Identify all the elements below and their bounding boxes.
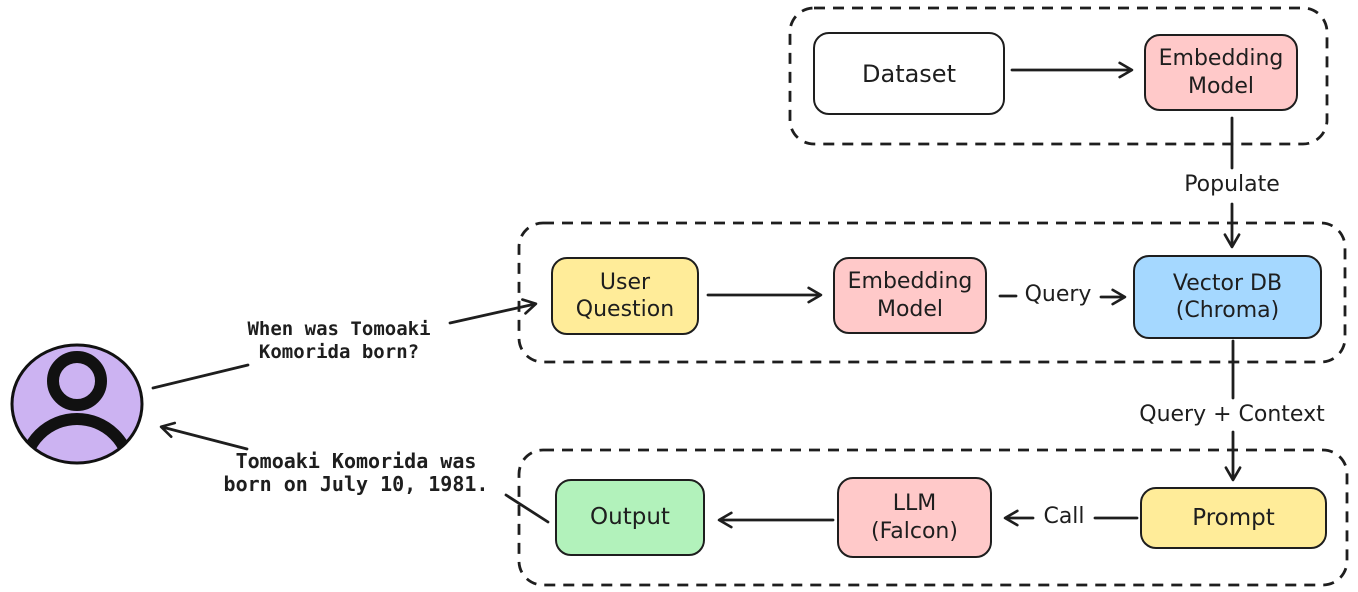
node-embedding-model-top-label: Embedding: [1158, 46, 1284, 71]
node-llm-label: LLM: [892, 491, 937, 516]
edge-label-call: Call: [1043, 504, 1085, 529]
node-output: Output: [555, 479, 705, 556]
arrow-user-question-left: [151, 363, 250, 390]
node-vector-db-label: Vector DB: [1172, 270, 1283, 296]
avatar-shoulders: [18, 413, 136, 463]
node-prompt-label: Prompt: [1192, 504, 1275, 531]
avatar-head: [47, 351, 107, 411]
edge-label-query: Query: [1024, 282, 1092, 307]
node-embedding-model-mid-label: Embedding: [847, 269, 973, 294]
user-question-text: When was Tomoaki Komorida born?: [247, 318, 431, 363]
arrow-user-question-right: [448, 298, 538, 325]
answer-text: Tomoaki Komorida was born on July 10, 19…: [223, 449, 489, 496]
node-embedding-model-top: Embedding Model: [1144, 34, 1298, 111]
node-vector-db: Vector DB (Chroma): [1133, 255, 1322, 339]
user-avatar-icon: [10, 343, 144, 465]
node-llm: LLM (Falcon): [837, 477, 992, 558]
edge-label-populate: Populate: [1184, 172, 1280, 197]
arrow-answer-right: [504, 493, 550, 524]
node-embedding-model-mid: Embedding Model: [833, 257, 987, 334]
node-user-question-label: User: [599, 269, 651, 295]
generation-group-frame: [517, 448, 1349, 587]
node-dataset: Dataset: [813, 32, 1005, 115]
retrieval-group-frame: [517, 221, 1347, 364]
ingestion-group-frame: [788, 6, 1329, 146]
arrow-answer-left: [159, 421, 249, 451]
node-prompt: Prompt: [1140, 487, 1327, 549]
node-user-question: User Question: [551, 257, 699, 335]
node-dataset-label: Dataset: [862, 59, 956, 88]
node-output-label: Output: [590, 504, 670, 531]
edge-label-query-context: Query + Context: [1139, 402, 1325, 427]
